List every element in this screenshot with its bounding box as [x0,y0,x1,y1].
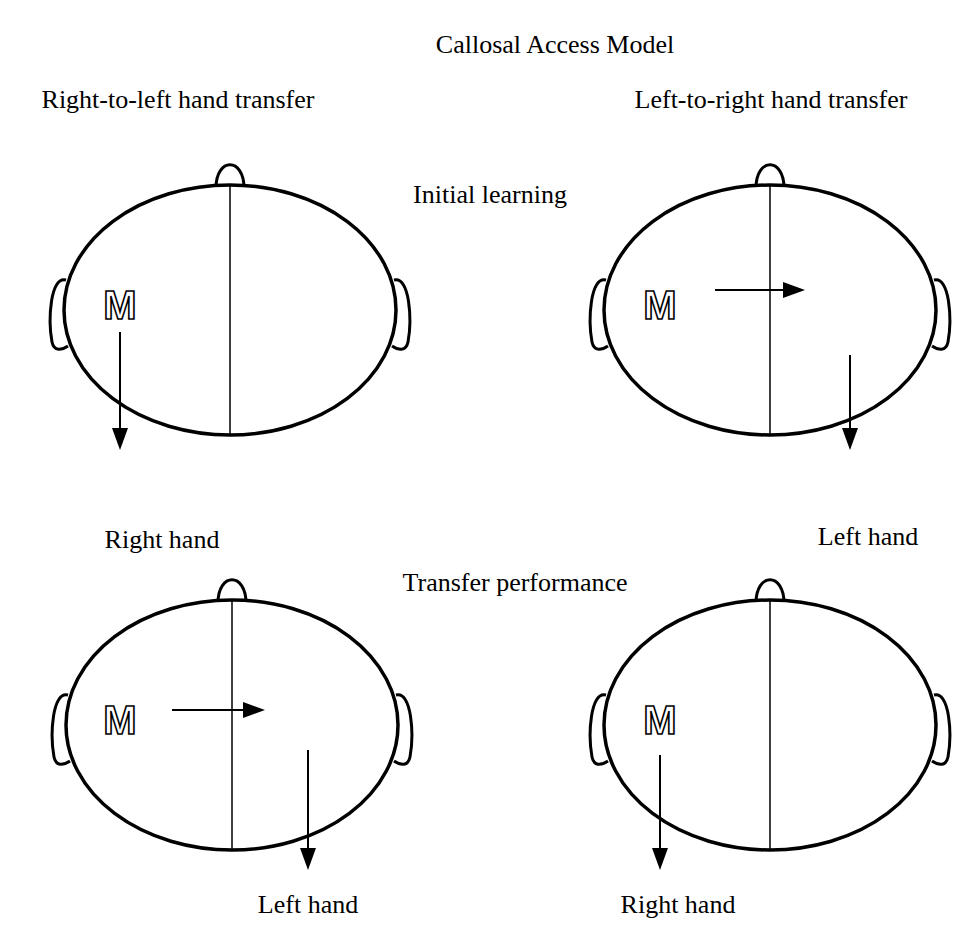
midline [769,600,771,850]
arrow-head [300,848,316,870]
head-ellipse [66,600,398,850]
arrow-head [112,428,128,450]
motor-engram-letter: M [643,285,676,325]
arrow-head [783,282,805,298]
midline [231,600,233,850]
caption-label: Left hand [818,523,918,552]
arrow-line [307,750,309,848]
head-drawing [42,555,422,885]
motor-engram-letter: M [643,700,676,740]
arrow-head [652,848,668,870]
arrow-line [172,709,243,711]
arrow-line [119,332,121,428]
caption-label: Right-to-left hand transfer [42,86,315,115]
diagram-title: Callosal Access Model [436,31,674,60]
head-drawing [580,555,956,885]
arrow-line [715,289,783,291]
head-outline: M [580,140,956,470]
head-drawing [40,140,420,470]
midline [769,185,771,435]
head-outline: M [40,140,420,470]
caption-label: Initial learning [413,181,567,210]
head-ellipse [604,600,936,850]
caption-label: Right hand [105,526,220,555]
head-outline: M [42,555,422,885]
arrow-head [842,428,858,450]
motor-engram-letter: M [103,285,136,325]
head-ellipse [64,185,396,435]
head-ellipse [604,185,936,435]
midline [229,185,231,435]
arrow-line [849,355,851,428]
caption-label: Right hand [621,891,736,920]
motor-engram-letter: M [103,700,136,740]
head-outline: M [580,555,956,885]
caption-label: Left-to-right hand transfer [635,86,908,115]
head-drawing [580,140,956,470]
arrow-head [243,702,265,718]
caption-label: Left hand [258,891,358,920]
caption-label: Transfer performance [403,569,628,598]
arrow-line [659,755,661,848]
